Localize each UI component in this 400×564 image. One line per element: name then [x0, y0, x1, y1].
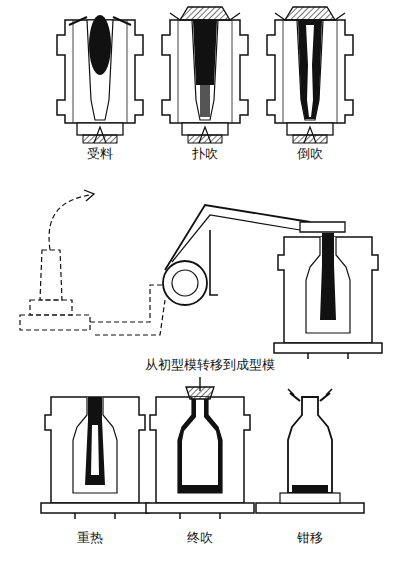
- step-label: 重热: [75, 530, 105, 546]
- step-label: 终吹: [185, 530, 215, 546]
- caption-label: 从初型模转移到成型模: [143, 357, 277, 373]
- step-label: 钳移: [295, 530, 325, 546]
- step-label: 受料: [85, 146, 115, 162]
- step-label: 扑吹: [190, 146, 220, 162]
- step-label: 倒吹: [295, 146, 325, 162]
